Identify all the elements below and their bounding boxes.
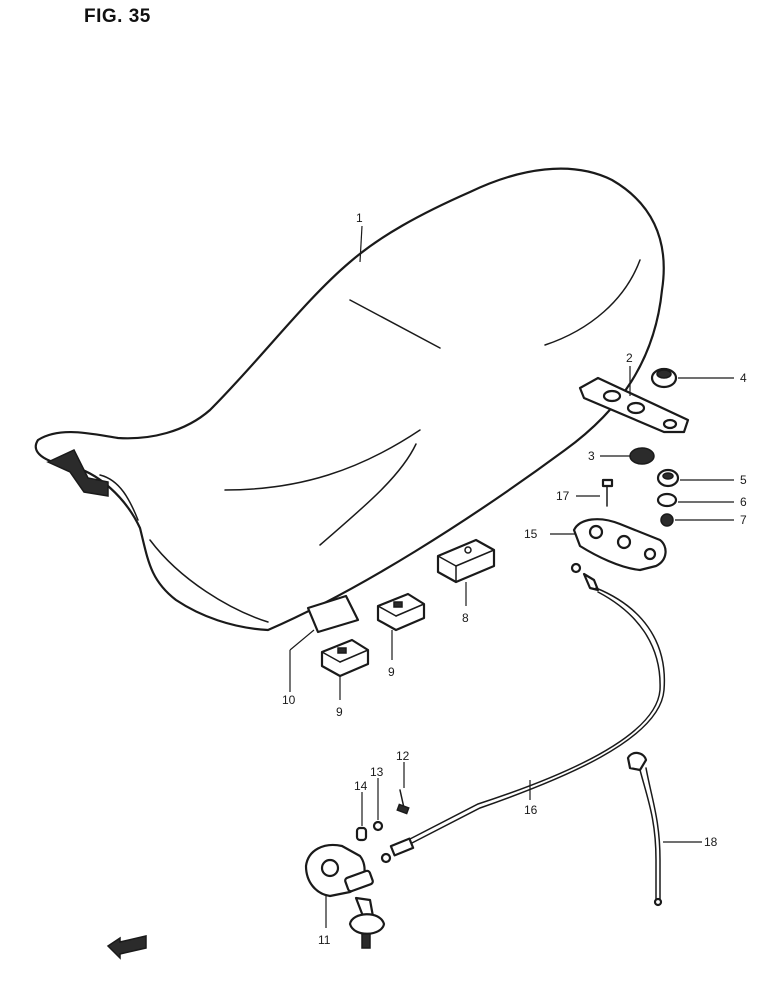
callout-3: 3 <box>588 449 595 463</box>
cushion <box>629 447 655 465</box>
callout-5: 5 <box>740 473 747 487</box>
small-washer <box>372 820 384 832</box>
callout-18: 18 <box>704 835 718 849</box>
seat-lock-cable <box>380 562 666 864</box>
bolt <box>601 478 614 507</box>
callout-6: 6 <box>740 495 747 509</box>
clip-lower <box>320 638 370 678</box>
nut <box>656 468 680 488</box>
callout-10: 10 <box>282 693 296 707</box>
clip-upper <box>376 592 426 632</box>
figure-title: FIG. 35 <box>84 6 151 27</box>
callout-9-upper: 9 <box>388 665 395 679</box>
cap-nut <box>650 367 678 389</box>
seat-lock-rod <box>626 751 663 907</box>
label-sheet <box>306 594 360 634</box>
seat <box>34 167 665 632</box>
lock-bracket <box>572 518 667 572</box>
callout-8: 8 <box>462 611 469 625</box>
callout-15: 15 <box>524 527 538 541</box>
callout-12: 12 <box>396 749 410 763</box>
washer <box>656 492 678 508</box>
front-direction-arrow-icon <box>106 935 147 960</box>
callout-17: 17 <box>556 489 570 503</box>
callout-11: 11 <box>318 933 331 947</box>
screw <box>396 789 410 815</box>
callout-9-lower: 9 <box>336 705 343 719</box>
collar <box>355 826 368 842</box>
small-nut <box>660 513 674 527</box>
seat-bracket-plate <box>578 376 690 434</box>
seat-lock <box>304 843 386 949</box>
callout-13: 13 <box>370 765 384 779</box>
leader-lines <box>289 225 734 928</box>
callout-14: 14 <box>354 779 368 793</box>
callout-16: 16 <box>524 803 538 817</box>
callout-2: 2 <box>626 351 633 365</box>
spacer-block <box>436 538 496 584</box>
callout-4: 4 <box>740 371 747 385</box>
callout-7: 7 <box>740 513 747 527</box>
callout-1: 1 <box>356 211 363 225</box>
